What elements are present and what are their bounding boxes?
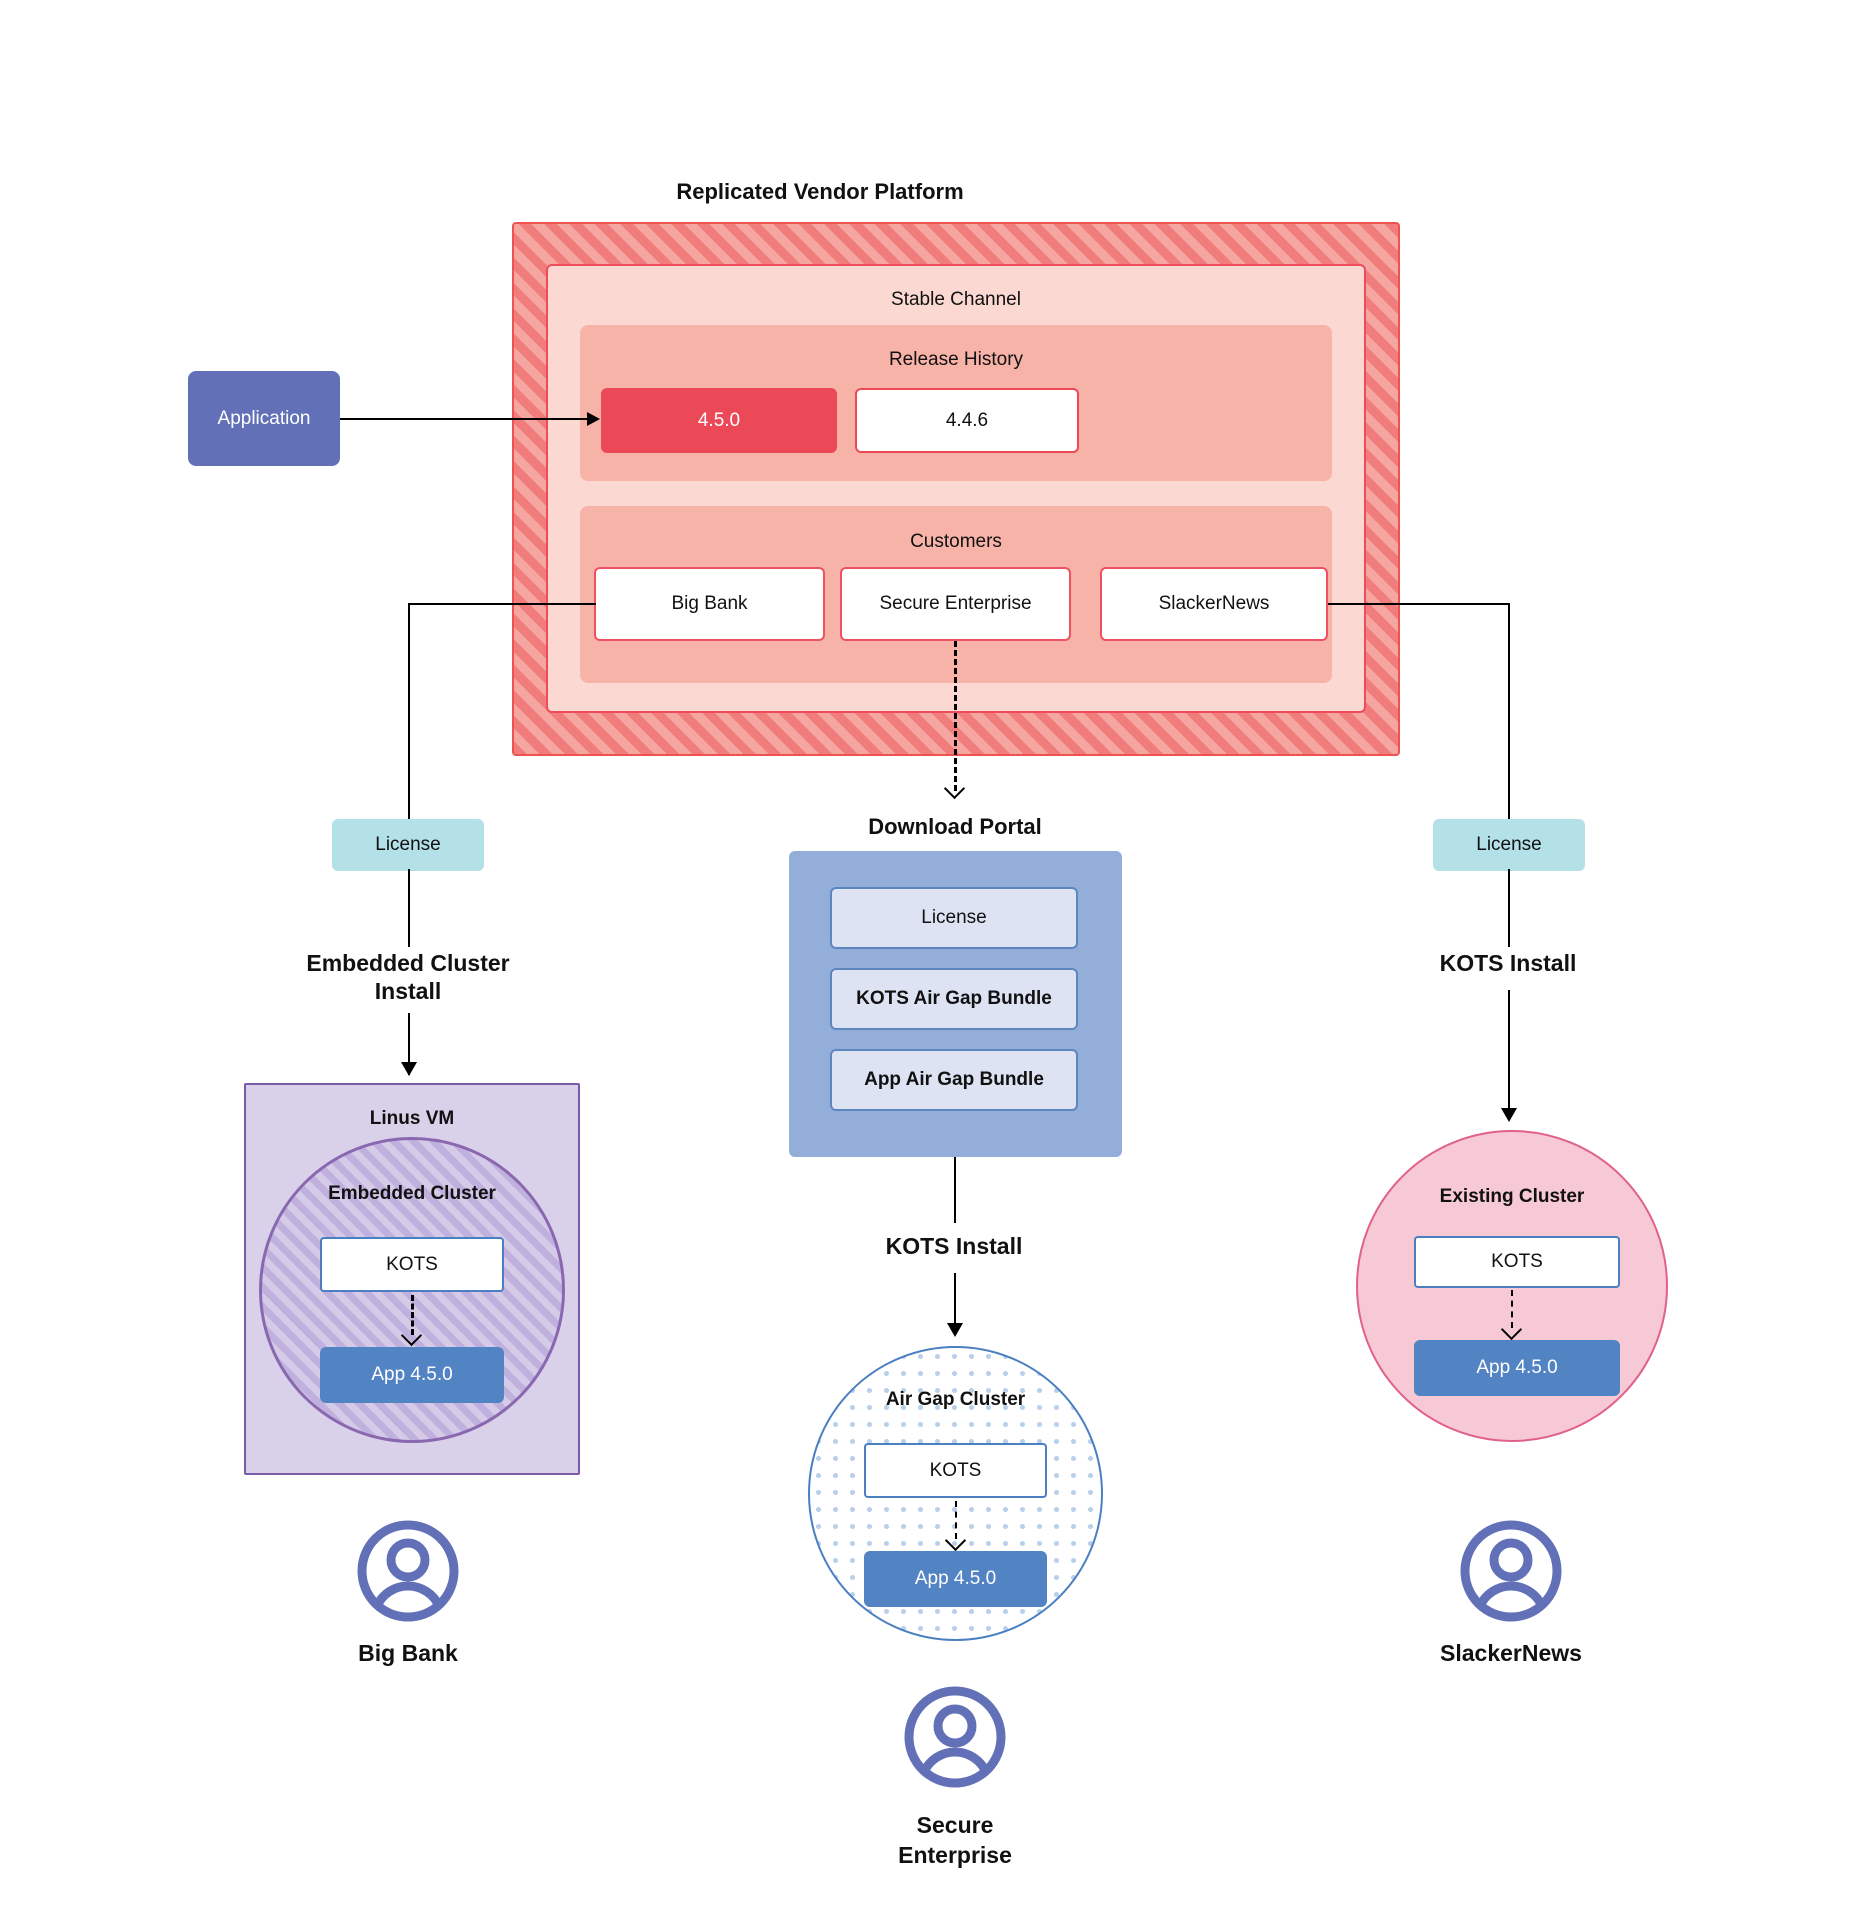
kots-node-embedded[interactable]: KOTS	[320, 1237, 504, 1292]
license-chip-right[interactable]: License	[1433, 819, 1585, 871]
persona-label-line2: Enterprise	[898, 1842, 1012, 1868]
customer-label: SlackerNews	[1158, 593, 1270, 614]
customer-item-slackernews[interactable]: SlackerNews	[1100, 567, 1328, 641]
kots-to-app-connector-existing	[1511, 1290, 1513, 1328]
download-portal-title: Download Portal	[868, 814, 1042, 839]
embedded-cluster-title: Embedded Cluster	[328, 1183, 496, 1204]
customer-label: Secure Enterprise	[879, 593, 1032, 614]
app-node-embedded[interactable]: App 4.5.0	[320, 1347, 504, 1403]
license-to-install-connector-left	[408, 869, 410, 947]
stable-channel-title: Stable Channel	[891, 289, 1021, 310]
user-avatar-icon	[1458, 1518, 1564, 1624]
linux-vm-title: Linus VM	[369, 1108, 455, 1129]
release-version-label: 4.5.0	[697, 409, 741, 431]
existing-cluster-title: Existing Cluster	[1439, 1186, 1585, 1207]
kots-to-app-connector-airgap	[955, 1501, 957, 1539]
edge-label-kots-install-right: KOTS Install	[1439, 950, 1577, 976]
air-gap-cluster-title: Air Gap Cluster	[885, 1389, 1026, 1410]
kots-label: KOTS	[1491, 1251, 1543, 1272]
bigbank-connector-horizontal	[408, 603, 596, 605]
persona-label-secure-enterprise: Secure Enterprise	[805, 1810, 1105, 1870]
install-to-airgap-connector	[954, 1273, 956, 1335]
persona-label-slackernews: SlackerNews	[1440, 1640, 1582, 1666]
user-avatar-icon	[355, 1518, 461, 1624]
bigbank-connector-vertical	[408, 603, 410, 821]
edge-label-embedded-cluster-install: Embedded Cluster Install	[238, 949, 578, 1005]
slackernews-connector-horizontal	[1328, 603, 1510, 605]
portal-item-kots-air-gap-bundle[interactable]: KOTS Air Gap Bundle	[830, 968, 1078, 1030]
application-node[interactable]: Application	[188, 371, 340, 466]
kots-node-airgap[interactable]: KOTS	[864, 1443, 1047, 1498]
app-label: App 4.5.0	[371, 1364, 453, 1385]
portal-item-app-air-gap-bundle[interactable]: App Air Gap Bundle	[830, 1049, 1078, 1111]
customers-title: Customers	[910, 531, 1002, 552]
edge-label-line1: Embedded Cluster	[306, 950, 510, 976]
portal-item-label: App Air Gap Bundle	[864, 1069, 1044, 1090]
portal-to-install-connector	[954, 1157, 956, 1223]
secure-enterprise-to-portal-connector	[954, 641, 957, 791]
kots-label: KOTS	[386, 1253, 438, 1275]
kots-to-app-connector-embedded	[411, 1295, 414, 1335]
diagram-title: Replicated Vendor Platform	[676, 179, 964, 204]
persona-label-big-bank: Big Bank	[358, 1640, 458, 1666]
portal-item-label: KOTS Air Gap Bundle	[856, 988, 1052, 1009]
customer-item-big-bank[interactable]: Big Bank	[594, 567, 825, 641]
edge-label-line2: Install	[374, 978, 442, 1004]
portal-item-label: License	[921, 907, 987, 928]
install-to-existing-connector	[1508, 990, 1510, 1120]
license-label: License	[375, 834, 441, 855]
kots-label: KOTS	[929, 1459, 982, 1481]
secure-enterprise-to-portal-arrowhead	[943, 777, 966, 800]
edge-label-kots-install-middle: KOTS Install	[885, 1233, 1023, 1259]
app-node-existing[interactable]: App 4.5.0	[1414, 1340, 1620, 1396]
release-history-title: Release History	[888, 349, 1024, 370]
app-node-airgap[interactable]: App 4.5.0	[864, 1551, 1047, 1607]
app-label: App 4.5.0	[1476, 1357, 1558, 1378]
application-to-release-arrowhead	[587, 412, 600, 426]
slackernews-connector-vertical	[1508, 603, 1510, 821]
release-item-current[interactable]: 4.5.0	[601, 388, 837, 453]
license-to-install-connector-right	[1508, 869, 1510, 947]
persona-label-line1: Secure	[916, 1812, 994, 1838]
install-to-airgap-arrowhead	[947, 1323, 963, 1337]
portal-item-license[interactable]: License	[830, 887, 1078, 949]
kots-node-existing[interactable]: KOTS	[1414, 1236, 1620, 1288]
license-label: License	[1476, 834, 1542, 855]
release-version-label: 4.4.6	[945, 409, 989, 431]
install-to-existing-arrowhead	[1501, 1108, 1517, 1122]
install-to-vm-arrowhead	[401, 1062, 417, 1076]
customer-item-secure-enterprise[interactable]: Secure Enterprise	[840, 567, 1071, 641]
customer-label: Big Bank	[671, 593, 748, 614]
application-label: Application	[217, 407, 311, 429]
user-avatar-icon	[902, 1684, 1008, 1790]
release-item-previous[interactable]: 4.4.6	[855, 388, 1079, 453]
install-to-vm-connector	[408, 1013, 410, 1075]
app-label: App 4.5.0	[914, 1568, 997, 1589]
license-chip-left[interactable]: License	[332, 819, 484, 871]
application-to-release-connector	[340, 418, 587, 420]
